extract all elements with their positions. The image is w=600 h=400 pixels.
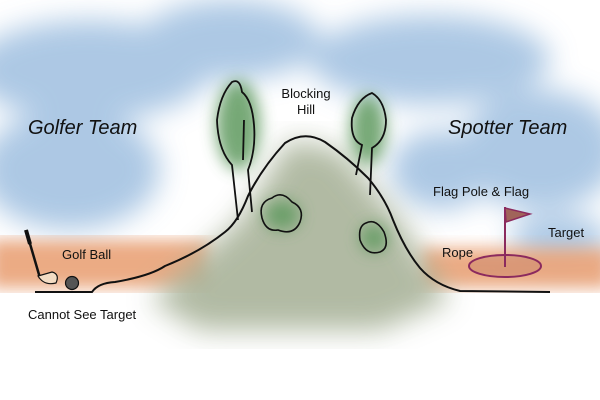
hill-wash: [150, 140, 450, 330]
golf-ball-icon: [64, 275, 80, 291]
blocking-hill-line1: Blocking: [281, 86, 331, 101]
bush-right: [358, 220, 388, 254]
right-tree-icon: [350, 92, 387, 196]
cannot-see-target-label: Cannot See Target: [28, 307, 137, 322]
spotter-team-label: Spotter Team: [448, 117, 568, 139]
rope-label: Rope: [442, 245, 474, 260]
left-tree-icon: [216, 80, 256, 221]
blocking-hill-label: Blocking Hill: [281, 86, 331, 118]
blocking-hill-line2: Hill: [296, 102, 316, 117]
golf-ball-label: Golf Ball: [62, 247, 112, 262]
golf-club-icon: [24, 229, 58, 285]
flag-pole-label: Flag Pole & Flag: [433, 184, 530, 199]
ground-wash: [0, 240, 600, 288]
hill-outline: [35, 135, 551, 293]
golfer-team-label: Golfer Team: [28, 117, 138, 139]
flag-icon: [504, 207, 533, 224]
bush-left: [260, 194, 303, 233]
target-label: Target: [548, 225, 585, 240]
